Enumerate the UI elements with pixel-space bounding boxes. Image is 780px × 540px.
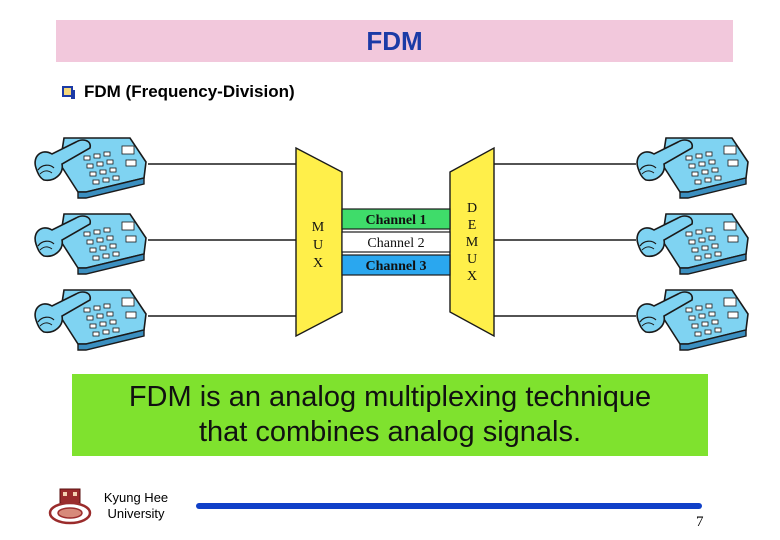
- university-line-2: University: [107, 506, 165, 521]
- channel-2-label: Channel 2: [367, 236, 424, 251]
- telephone-icon: [34, 213, 147, 275]
- telephone-icon: [34, 289, 147, 351]
- university-logo: [48, 488, 92, 525]
- telephone-icon: [636, 213, 749, 275]
- mux-letter: X: [313, 256, 323, 271]
- demux-letter: D: [467, 201, 477, 216]
- mux-letter: M: [312, 220, 325, 235]
- demux-letter: M: [466, 235, 479, 250]
- caption-line-2: that combines analog signals.: [198, 416, 582, 448]
- mux-block: [295, 146, 343, 338]
- demux-letter: X: [467, 269, 477, 284]
- caption-line-1: FDM is an analog multiplexing technique: [128, 381, 652, 413]
- university-line-1: Kyung Hee: [103, 490, 169, 505]
- demux-letter: E: [468, 218, 477, 233]
- square-bullet-icon: [62, 86, 75, 99]
- title-bar: FDM: [56, 20, 733, 62]
- channel-3-bar: [341, 254, 451, 276]
- demux-letter: U: [467, 252, 477, 267]
- telephone-icon: [636, 289, 749, 351]
- page-title: FDM: [366, 26, 423, 56]
- caption-box: FDM is an analog multiplexing technique …: [72, 374, 708, 456]
- bullet-text: FDM (Frequency-Division): [84, 82, 295, 101]
- page-number: 7: [696, 514, 704, 530]
- channel-1-bar: [341, 208, 451, 230]
- university-name: Kyung Hee University: [96, 490, 176, 522]
- footer-rule: [196, 503, 702, 509]
- mux-letter: U: [313, 238, 323, 253]
- channel-1-label: Channel 1: [365, 213, 426, 228]
- channel-3-label: Channel 3: [365, 259, 426, 274]
- telephone-icon: [636, 137, 749, 199]
- telephone-icon: [34, 137, 147, 199]
- channel-2-bar: [341, 231, 451, 253]
